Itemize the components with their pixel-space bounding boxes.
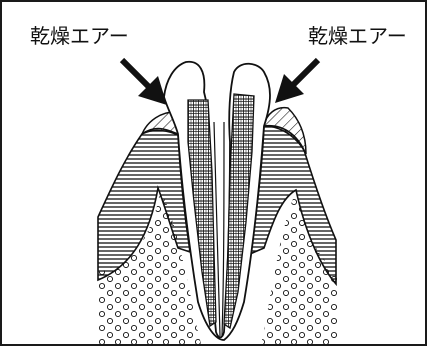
left-arrow-icon [122, 60, 167, 105]
right-arrow-icon [275, 60, 318, 103]
